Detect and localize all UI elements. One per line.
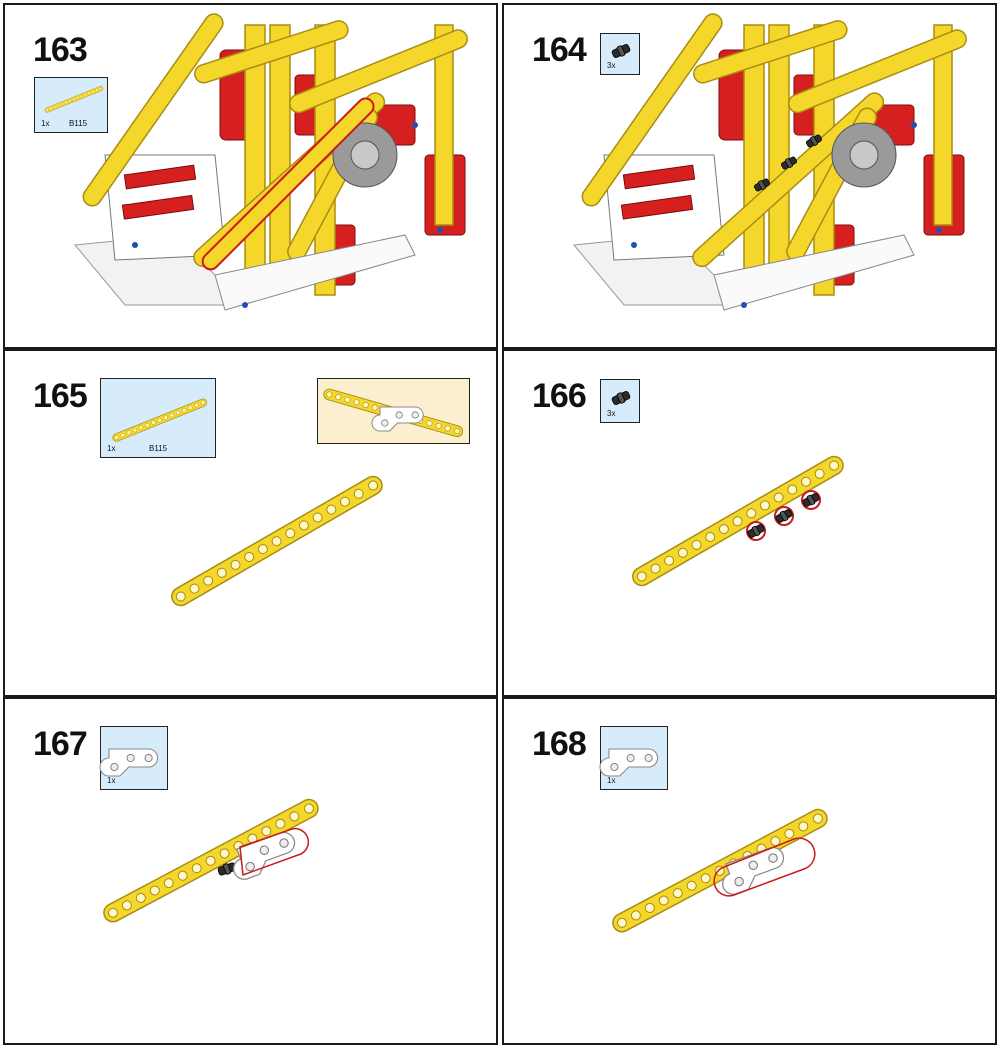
part-quantity: 1x: [41, 119, 50, 128]
step-number: 164: [532, 31, 587, 69]
step-number: 163: [33, 31, 88, 69]
parts-box: 1x B115: [34, 77, 108, 133]
step-panel-168: 168 1x: [502, 697, 997, 1045]
parts-box: 3x: [600, 33, 640, 75]
parts-box: 1x B115: [100, 378, 216, 458]
part-quantity: 1x: [107, 776, 116, 785]
step-panel-167: 167 1x: [3, 697, 498, 1045]
step-number: 167: [33, 725, 88, 763]
assembly-illustration: [628, 452, 848, 590]
parts-box: 1x: [599, 726, 668, 790]
step-panel-166: 166 3x: [502, 349, 997, 697]
assembly-illustration: [74, 9, 471, 311]
assembly-illustration: [167, 472, 387, 610]
callout-box: [317, 378, 470, 444]
parts-box: 3x: [600, 379, 640, 423]
step-number: 165: [33, 377, 88, 415]
part-quantity: 3x: [607, 409, 616, 418]
part-code: B115: [69, 119, 88, 128]
part-quantity: 3x: [607, 61, 616, 70]
part-quantity: 1x: [107, 444, 116, 453]
assembly-illustration: [609, 805, 831, 936]
step-panel-165: 165 1x B115: [3, 349, 498, 697]
step-number: 166: [532, 377, 587, 415]
assembly-illustration: [573, 9, 970, 311]
step-number: 168: [532, 725, 587, 763]
part-quantity: 1x: [607, 776, 616, 785]
step-panel-163: 163 1x B115: [3, 3, 498, 349]
step-panel-164: 164 3x: [502, 3, 997, 349]
assembly-illustration: [100, 795, 322, 926]
part-code: B115: [149, 444, 168, 453]
parts-box: 1x: [99, 726, 168, 790]
